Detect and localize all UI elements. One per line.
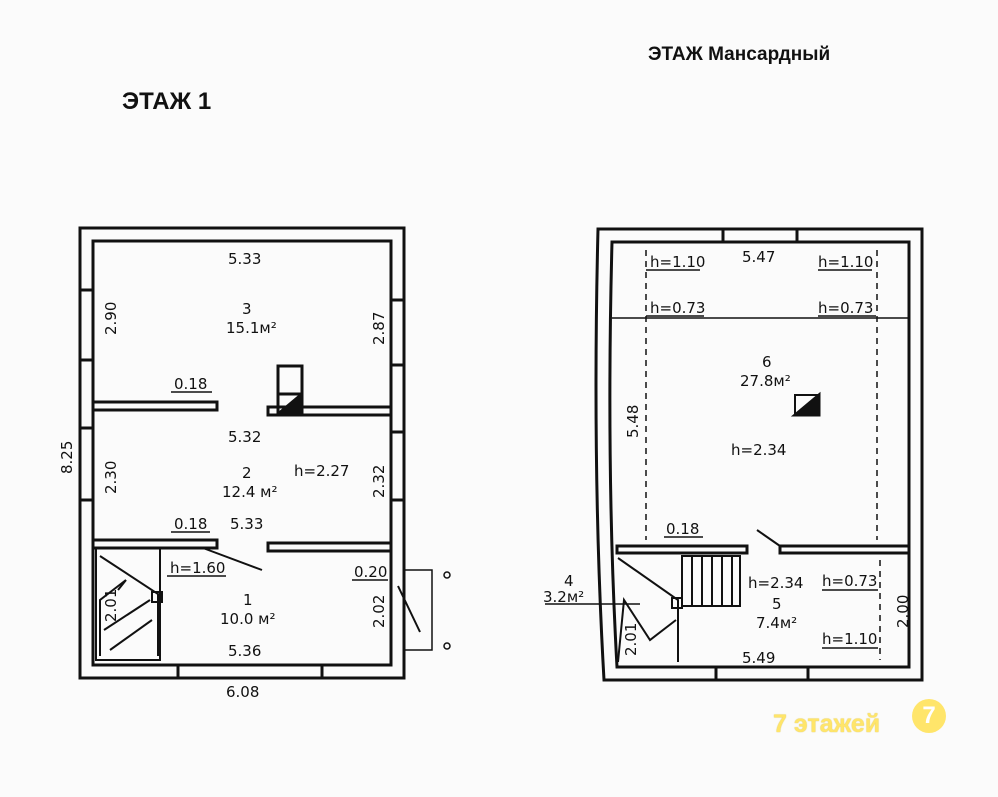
room1-right-side: 2.02 [370,595,388,628]
chimney-icon [273,390,304,416]
room4-area: 3.2м² [543,588,584,606]
overall-width: 6.08 [226,683,259,701]
door-marker-icon [443,571,451,579]
h-top-left: h=1.10 [650,253,705,271]
room1-number: 1 [243,591,253,609]
lower-wall-thickness: 0.18 [174,515,207,533]
door-marker-icon [443,642,451,650]
room2-width-bottom: 5.33 [230,515,263,533]
room2-area: 12.4 м² [222,483,278,501]
room5-h-right-top: h=0.73 [822,572,877,590]
attic-walls [594,227,924,682]
room5-width: 5.49 [742,649,775,667]
room5-left-side: 2.01 [622,623,640,656]
room3-area: 15.1м² [226,319,277,337]
room3-right-side: 2.87 [370,312,388,345]
attic-chimney-icon [790,391,821,417]
room2-number: 2 [242,464,252,482]
room2-height: h=2.27 [294,462,349,480]
room1-height: h=1.60 [170,559,225,577]
h-top-right: h=1.10 [818,253,873,271]
room5-right-side: 2.00 [894,595,912,628]
room6-area: 27.8м² [740,372,791,390]
watermark-logo-icon: 7 [912,699,946,733]
room3-left-side: 2.90 [102,302,120,335]
room1-left-side: 2.01 [102,589,120,622]
room5-number: 5 [772,595,782,613]
room5-area: 7.4м² [756,614,797,632]
attic-floor-title: ЭТАЖ Мансардный [648,44,831,65]
h-mid-left: h=0.73 [650,299,705,317]
room6-number: 6 [762,353,772,371]
room5-h-right-bottom: h=1.10 [822,630,877,648]
floor1-title: ЭТАЖ 1 [122,88,212,115]
h-mid-right: h=0.73 [818,299,873,317]
floor1-stairs [95,547,163,661]
room2-left-side: 2.30 [102,461,120,494]
watermark-text: 7 этажей [773,710,881,738]
room6-left-side: 5.48 [624,405,642,438]
room4-number: 4 [564,572,574,590]
attic-stairs [545,555,741,663]
attic-wall-thickness: 0.18 [666,520,699,538]
room2-width-top: 5.32 [228,428,261,446]
door-thickness: 0.20 [354,563,387,581]
room1-area: 10.0 м² [220,610,276,628]
room6-width: 5.47 [742,248,775,266]
upper-wall-thickness: 0.18 [174,375,207,393]
room2-right-side: 2.32 [370,465,388,498]
room6-height: h=2.34 [731,441,786,459]
overall-depth: 8.25 [58,441,76,474]
room3-number: 3 [242,300,252,318]
room3-width: 5.33 [228,250,261,268]
room1-width: 5.36 [228,642,261,660]
room5-height: h=2.34 [748,574,803,592]
attic-slope-lines [645,250,881,660]
